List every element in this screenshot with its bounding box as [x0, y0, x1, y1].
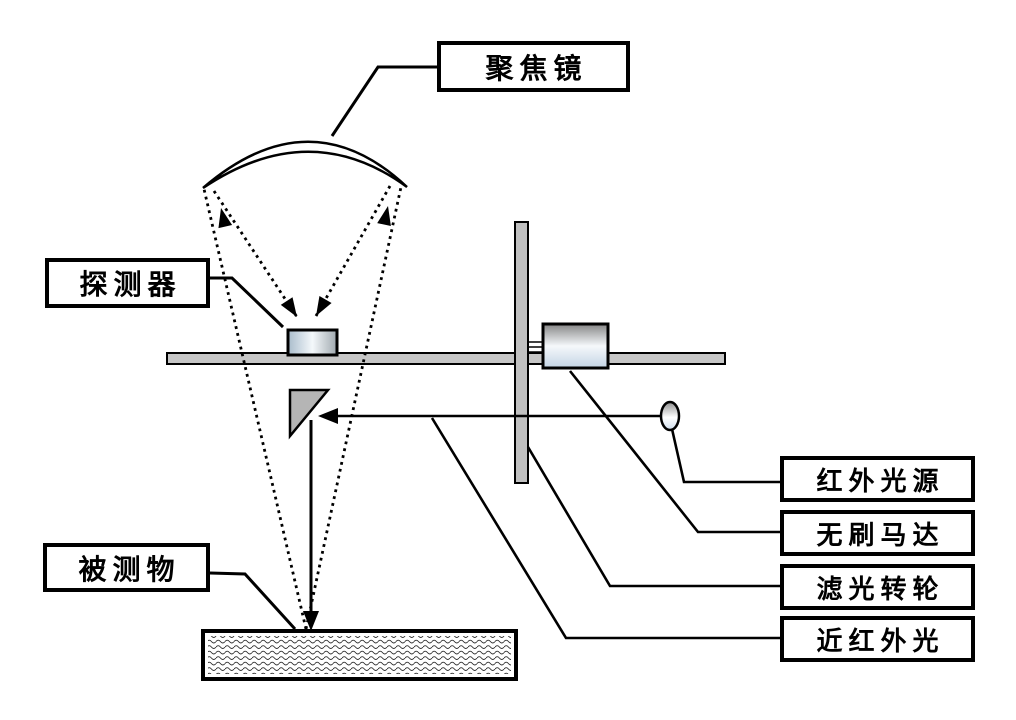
sample-object	[201, 629, 518, 681]
ray-mirror-right-to-detector	[314, 185, 392, 317]
beam-vertical-arrow	[303, 420, 319, 631]
label-filter-wheel: 滤光转轮	[780, 564, 975, 610]
label-brushless-motor: 无刷马达	[780, 510, 975, 556]
label-ir-source: 红外光源	[780, 456, 975, 502]
motor-body	[541, 322, 610, 370]
ray-sample-to-mirror-right	[304, 186, 403, 630]
light-source-bulb	[659, 400, 681, 432]
leader-brushless-motor	[568, 370, 780, 534]
detector-block	[286, 328, 339, 357]
prism-mirror	[288, 388, 331, 440]
leader-nir-light	[430, 417, 780, 640]
platform-bar	[166, 352, 726, 365]
leader-ir-source	[670, 428, 780, 484]
label-nir-light: 近红外光	[780, 616, 975, 662]
label-sample: 被测物	[43, 543, 210, 592]
label-detector: 探测器	[45, 258, 210, 308]
leader-detector	[210, 276, 285, 329]
leader-sample	[209, 571, 297, 631]
leader-focus-mirror	[330, 65, 437, 137]
beam-horizontal-arrow	[318, 408, 662, 424]
leader-filter-wheel	[526, 446, 780, 588]
shaft-coupling	[527, 341, 544, 353]
ray-sample-to-mirror-left	[202, 188, 308, 630]
focusing-mirror-shape	[202, 140, 408, 190]
filter-wheel-disc	[514, 221, 529, 484]
label-focus-mirror: 聚焦镜	[437, 41, 630, 92]
ray-mirror-left-to-detector	[212, 190, 299, 318]
